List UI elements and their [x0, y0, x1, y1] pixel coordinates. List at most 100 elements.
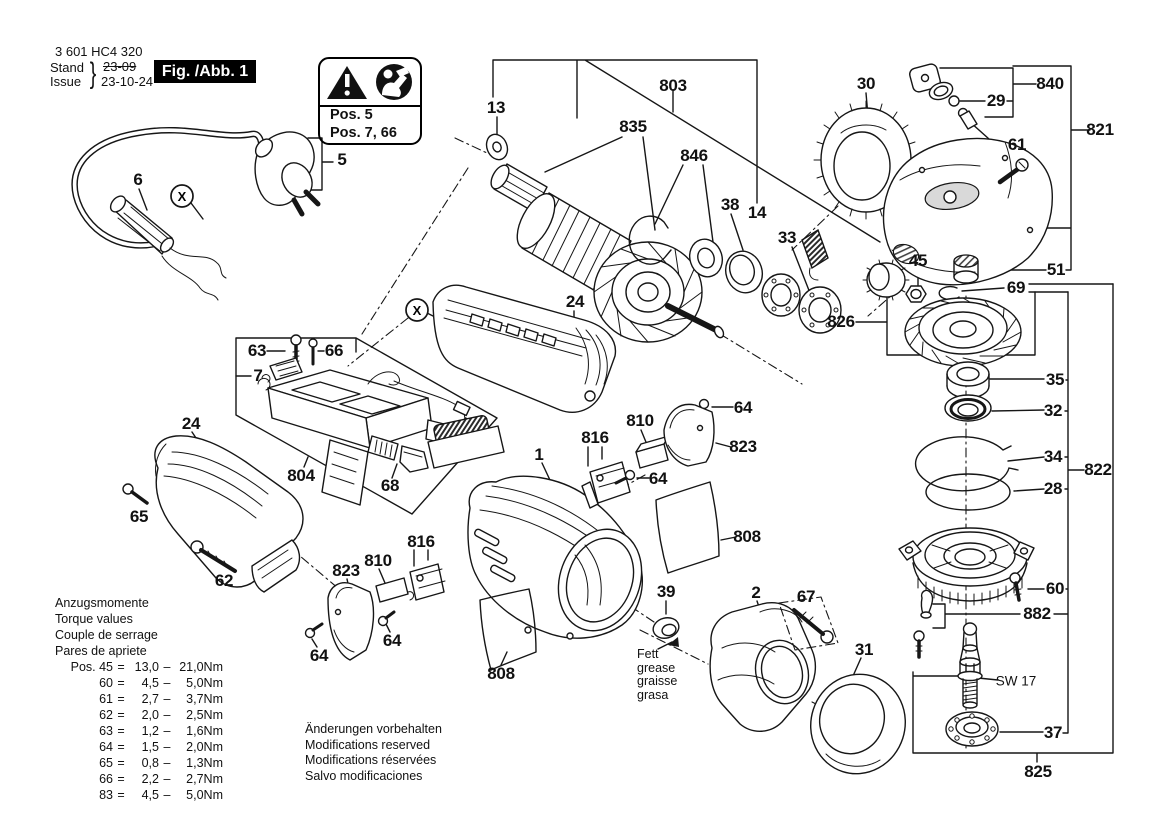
torque-title-fr: Couple de serrage: [55, 628, 158, 642]
callout-5: 5: [337, 150, 347, 169]
torque-row: 60=4,5–5,0Nm: [99, 676, 223, 690]
callout-68: 68: [380, 476, 400, 495]
motor-housing-drawing: [467, 475, 643, 640]
callout-60: 60: [1045, 579, 1065, 598]
callout-823: 823: [729, 437, 757, 456]
warning-pos-line1: Pos. 5: [330, 107, 373, 123]
warning-box: Pos. 5 Pos. 7, 66: [318, 57, 422, 145]
handle-housing-left-drawing: [122, 435, 304, 593]
torque-row: 64=1,5–2,0Nm: [99, 740, 223, 754]
callout-2: 2: [751, 583, 761, 602]
clamping-ring-drawing: [810, 673, 906, 775]
callout-24: 24: [181, 414, 201, 433]
modification-notices: Änderungen vorbehalten Modifications res…: [305, 722, 442, 784]
callout-67: 67: [796, 587, 816, 606]
callout-803: 803: [659, 76, 687, 95]
callout-65: 65: [129, 507, 149, 526]
leader-lines: [138, 59, 1114, 763]
ring-gear-drawing: [813, 100, 919, 220]
callout-882: 882: [1023, 604, 1051, 623]
callout-64: 64: [309, 646, 329, 665]
callout-28: 28: [1043, 479, 1063, 498]
callout-33: 33: [777, 228, 797, 247]
callout-64: 64: [382, 631, 402, 650]
armature-drawing: [485, 133, 842, 343]
svg-text:X: X: [413, 303, 422, 318]
callout-69: 69: [1006, 278, 1026, 297]
grease-line: grasa: [637, 687, 669, 702]
callout-sw17: SW 17: [995, 673, 1037, 689]
callout-63: 63: [247, 341, 267, 360]
torque-table: Anzugsmomente Torque values Couple de se…: [55, 595, 223, 803]
callout-846: 846: [680, 146, 708, 165]
callout-808: 808: [487, 664, 515, 683]
callout-804: 804: [287, 466, 315, 485]
torque-title-en: Torque values: [55, 612, 133, 626]
notice-line: Modifications reserved: [305, 737, 431, 752]
callout-808: 808: [733, 527, 761, 546]
x-marker-icon: X: [170, 184, 194, 208]
callout-32: 32: [1043, 401, 1063, 420]
callout-822: 822: [1084, 460, 1112, 479]
torque-row: 65=0,8–1,3Nm: [99, 756, 223, 770]
callout-35: 35: [1045, 370, 1065, 389]
callout-835: 835: [619, 117, 647, 136]
callout-62: 62: [214, 571, 234, 590]
callout-38: 38: [720, 195, 740, 214]
warning-icons: [327, 64, 412, 100]
callout-1: 1: [534, 445, 544, 464]
callout-64: 64: [648, 469, 668, 488]
warning-triangle-icon: [327, 66, 367, 99]
callout-816: 816: [581, 428, 609, 447]
handle-housing-top-drawing: [432, 284, 617, 413]
callout-14: 14: [747, 203, 767, 222]
warning-pos-line2: Pos. 7, 66: [330, 125, 397, 141]
torque-row: 83=4,5–5,0Nm: [99, 788, 223, 802]
notice-line: Modifications réservées: [305, 753, 437, 767]
x-marker-icon: X: [405, 298, 429, 322]
callout-29: 29: [986, 91, 1006, 110]
callout-823: 823: [332, 561, 360, 580]
callout-840: 840: [1036, 74, 1064, 93]
torque-title-de: Anzugsmomente: [55, 596, 149, 610]
callout-810: 810: [364, 551, 392, 570]
power-cord-drawing: [71, 127, 321, 301]
read-manual-icon: [376, 64, 412, 100]
torque-row: 61=2,7–3,7Nm: [99, 692, 223, 706]
grease-line: Fett: [637, 647, 659, 661]
brush-set-lower-drawing: [304, 563, 537, 671]
notice-line: Änderungen vorbehalten: [305, 722, 442, 736]
callout-66: 66: [324, 341, 344, 360]
callout-24: 24: [565, 292, 585, 311]
callout-31: 31: [854, 640, 874, 659]
callout-39: 39: [656, 582, 676, 601]
callout-34: 34: [1043, 447, 1063, 466]
stator-drawing: [652, 596, 839, 732]
callout-13: 13: [486, 98, 506, 117]
issue-date: 23-10-24: [101, 74, 154, 89]
grease-note: Fett grease graisse grasa: [637, 647, 678, 702]
stand-date: 23-09: [103, 59, 137, 74]
callout-64: 64: [733, 398, 753, 417]
callout-6: 6: [133, 170, 143, 189]
brace: }: [89, 57, 97, 90]
grease-line: graisse: [637, 674, 678, 688]
notice-line: Salvo modificaciones: [305, 768, 423, 783]
torque-row: Pos. 45=13,0–21,0Nm: [70, 660, 223, 674]
torque-row: 62=2,0–2,5Nm: [99, 708, 223, 722]
callout-7: 7: [253, 366, 263, 385]
callout-821: 821: [1086, 120, 1114, 139]
grease-line: grease: [637, 660, 676, 675]
torque-row: 63=1,2–1,6Nm: [99, 724, 223, 738]
warning-box-divider: [320, 105, 420, 107]
callout-810: 810: [626, 411, 654, 430]
spindle-bearing-stack-drawing: [898, 361, 1035, 747]
callout-825: 825: [1024, 762, 1052, 781]
callout-51: 51: [1046, 260, 1066, 279]
svg-text:X: X: [178, 189, 187, 204]
switch-assembly-drawing: [257, 334, 505, 506]
issue-label: Issue: [50, 74, 82, 89]
torque-title-es: Pares de apriete: [55, 644, 147, 658]
